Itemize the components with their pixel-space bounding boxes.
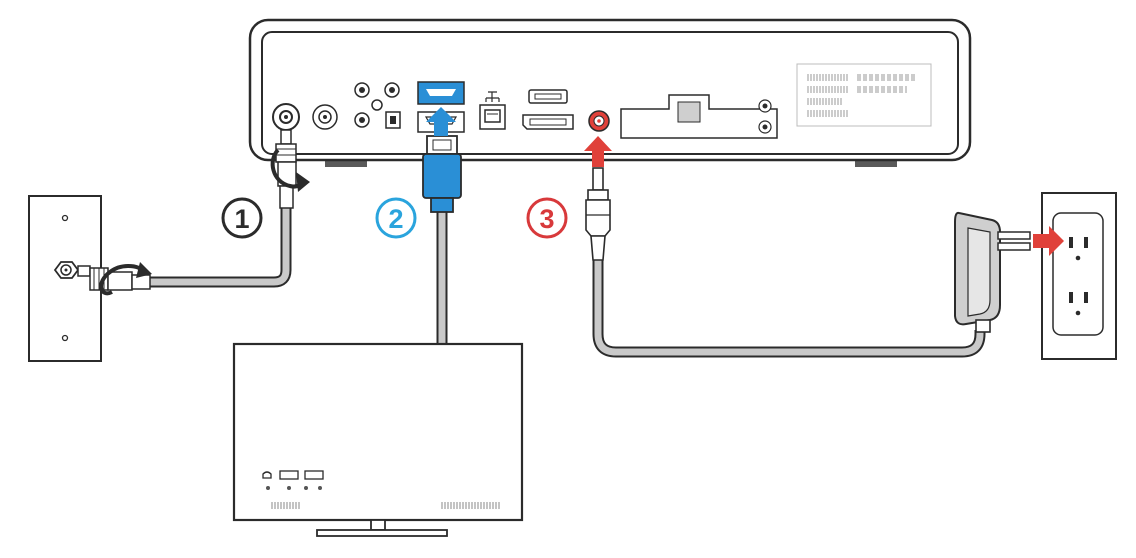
tv-icon xyxy=(232,342,524,537)
power-plug xyxy=(585,167,611,261)
sata-port-icon xyxy=(522,114,574,130)
step-3-number: 3 xyxy=(539,204,554,234)
coax-connector-box xyxy=(275,129,297,209)
coax-connector-wall xyxy=(77,265,151,291)
power-adapter-icon xyxy=(954,211,1031,333)
coax-output-port-icon xyxy=(312,104,338,130)
step-1-badge: 1 xyxy=(221,197,263,239)
step-2-number: 2 xyxy=(388,204,403,234)
box-foot-right xyxy=(855,157,897,167)
label-sticker xyxy=(796,63,932,127)
hdmi-up-arrow-icon xyxy=(426,107,456,136)
usb-port-icon xyxy=(528,89,568,104)
tv-ports xyxy=(262,470,324,490)
hdmi-plug-box xyxy=(422,135,462,213)
coax-cable xyxy=(77,129,310,296)
card-slot-panel xyxy=(620,94,778,139)
power-outlet-icon xyxy=(1041,192,1117,360)
ethernet-port-icon xyxy=(479,91,506,130)
power-up-arrow-icon xyxy=(584,136,612,167)
step-3-circle xyxy=(526,197,568,239)
coax-wall-plate-icon xyxy=(28,195,102,362)
rotate-arrow-box-icon xyxy=(296,172,310,192)
set-top-box-icon xyxy=(248,18,972,167)
rca-ports-icon xyxy=(354,82,400,128)
step-3-badge: 3 xyxy=(526,197,568,239)
power-right-arrow-icon xyxy=(1033,226,1064,256)
coax-input-port-icon xyxy=(272,103,300,131)
power-cable xyxy=(584,136,986,358)
rotate-arrow-wall-icon xyxy=(136,262,152,278)
step-2-circle xyxy=(375,197,417,239)
box-foot-left xyxy=(325,157,367,167)
step-1-circle xyxy=(221,197,263,239)
power-port-icon xyxy=(588,110,610,132)
step-2-badge: 2 xyxy=(375,197,417,239)
step-1-number: 1 xyxy=(234,204,249,234)
optical-port-icon xyxy=(385,111,401,129)
